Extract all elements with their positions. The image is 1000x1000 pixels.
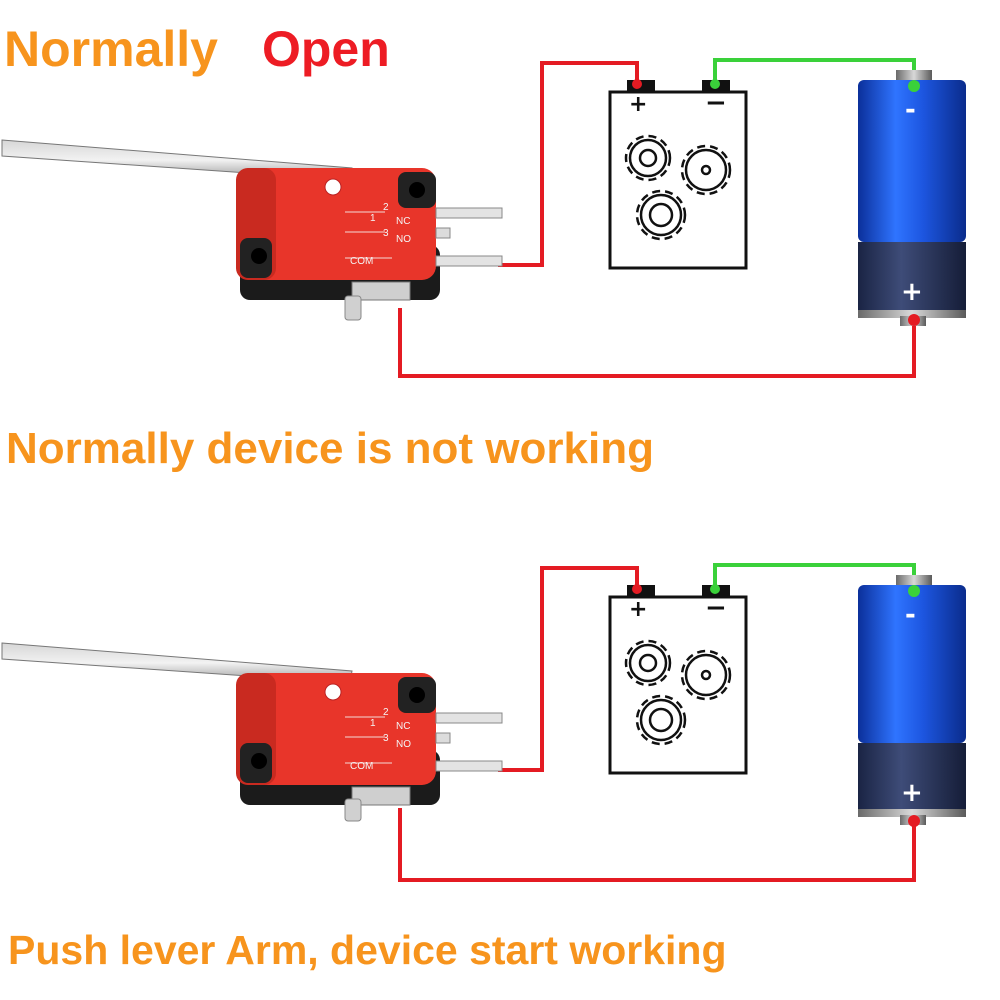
circuit-diagram-bottom: 1 2 3 NC NO COM + − - — [1, 563, 966, 882]
heading-open: Open — [262, 21, 390, 77]
switch-nc-label: NC — [396, 721, 410, 732]
battery-minus-terminal-dot — [908, 80, 920, 92]
switch-com-label: COM — [350, 761, 373, 772]
switch-no-label: NO — [396, 234, 411, 245]
battery-plus-sign: + — [901, 778, 923, 808]
switch-com-label: COM — [350, 256, 373, 267]
gear-icon — [624, 639, 732, 746]
battery: - + — [858, 575, 966, 825]
battery-plus-sign: + — [901, 277, 923, 307]
circuit-diagram-top: 1 2 3 NC NO COM + − - — [1, 58, 966, 378]
gear-icon — [624, 134, 732, 241]
caption-bottom: Push lever Arm, device start working — [8, 927, 727, 973]
heading-normally: Normally — [4, 21, 218, 77]
caption-top: Normally device is not working — [6, 424, 654, 473]
micro-switch: 1 2 3 NC NO COM — [236, 673, 503, 822]
device-minus-sign: − — [705, 88, 727, 118]
battery: - + — [858, 70, 966, 326]
device-box: + − — [608, 585, 748, 775]
switch-pin2-label: 2 — [383, 202, 389, 213]
switch-pin1-label: 1 — [370, 718, 376, 729]
device-plus-sign: + — [629, 92, 647, 117]
wire-red-com — [398, 808, 916, 882]
switch-pin1-label: 1 — [370, 213, 376, 224]
battery-plus-terminal-dot — [908, 815, 920, 827]
device-minus-sign: − — [705, 593, 727, 623]
device-minus-terminal-dot — [710, 79, 720, 89]
battery-minus-terminal-dot — [908, 585, 920, 597]
switch-pin3-label: 3 — [383, 733, 389, 744]
device-plus-terminal-dot — [632, 584, 642, 594]
switch-no-label: NO — [396, 739, 411, 750]
micro-switch: 1 2 3 NC NO COM — [236, 168, 503, 321]
battery-plus-terminal-dot — [908, 314, 920, 326]
battery-minus-sign: - — [905, 600, 916, 630]
wire-red-com — [398, 308, 916, 378]
switch-pin3-label: 3 — [383, 228, 389, 239]
device-box: + − — [608, 80, 748, 270]
device-plus-sign: + — [629, 597, 647, 622]
switch-nc-label: NC — [396, 216, 410, 227]
device-plus-terminal-dot — [632, 79, 642, 89]
wire-red-no — [498, 61, 639, 267]
switch-pin2-label: 2 — [383, 707, 389, 718]
device-minus-terminal-dot — [710, 584, 720, 594]
wire-red-no — [498, 566, 639, 772]
battery-minus-sign: - — [905, 95, 916, 125]
